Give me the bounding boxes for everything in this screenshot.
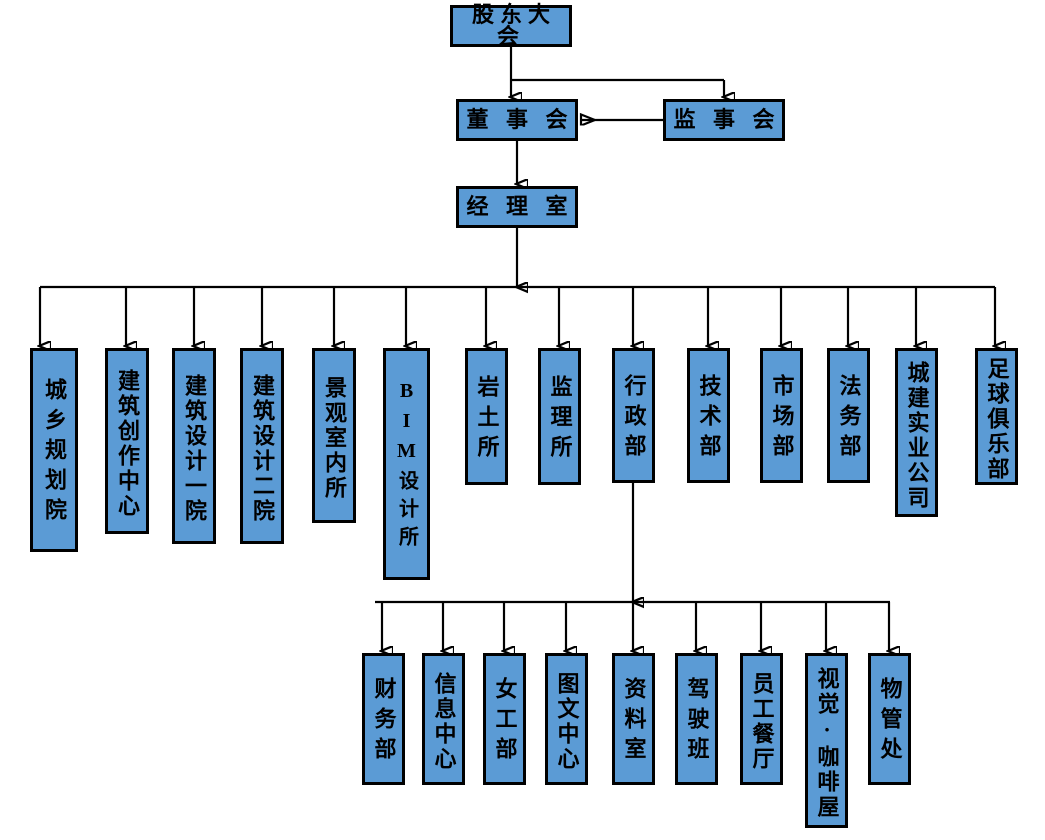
node-arch-creation-center[interactable]: 建筑创作中心 <box>105 348 149 534</box>
node-supervision-office[interactable]: 监理所 <box>538 348 581 485</box>
node-geotechnical-office[interactable]: 岩土所 <box>465 348 508 485</box>
node-driver-team[interactable]: 驾驶班 <box>675 653 718 785</box>
node-urban-rural-planning[interactable]: 城乡规划院 <box>30 348 78 552</box>
node-arch-design-institute-1[interactable]: 建筑设计一院 <box>172 348 216 544</box>
node-finance-department[interactable]: 财务部 <box>362 653 405 785</box>
node-information-center[interactable]: 信息中心 <box>422 653 465 785</box>
node-arch-design-institute-2[interactable]: 建筑设计二院 <box>240 348 284 544</box>
node-archives-room[interactable]: 资料室 <box>612 653 655 785</box>
node-legal-department[interactable]: 法务部 <box>827 348 870 483</box>
node-technology-department[interactable]: 技术部 <box>687 348 730 483</box>
node-administration-department[interactable]: 行政部 <box>612 348 655 483</box>
node-board-of-directors[interactable]: 董 事 会 <box>456 99 578 141</box>
node-women-workers-department[interactable]: 女工部 <box>483 653 526 785</box>
node-marketing-department[interactable]: 市场部 <box>760 348 803 483</box>
node-shareholders-meeting[interactable]: 股东大会 <box>450 4 572 48</box>
node-football-club[interactable]: 足球俱乐部 <box>975 348 1018 485</box>
node-landscape-interior-office[interactable]: 景观室内所 <box>312 348 356 523</box>
node-visual-cafe[interactable]: 视觉·咖啡屋 <box>805 653 848 828</box>
node-graphics-center[interactable]: 图文中心 <box>545 653 588 785</box>
node-manager-office[interactable]: 经 理 室 <box>456 186 578 228</box>
node-board-of-supervisors[interactable]: 监 事 会 <box>663 99 785 141</box>
node-bim-design-office[interactable]: BIM设计所 <box>383 348 430 580</box>
node-urban-construction-company[interactable]: 城建实业公司 <box>895 348 938 517</box>
node-staff-canteen[interactable]: 员工餐厅 <box>740 653 783 785</box>
node-property-management-office[interactable]: 物管处 <box>868 653 911 785</box>
